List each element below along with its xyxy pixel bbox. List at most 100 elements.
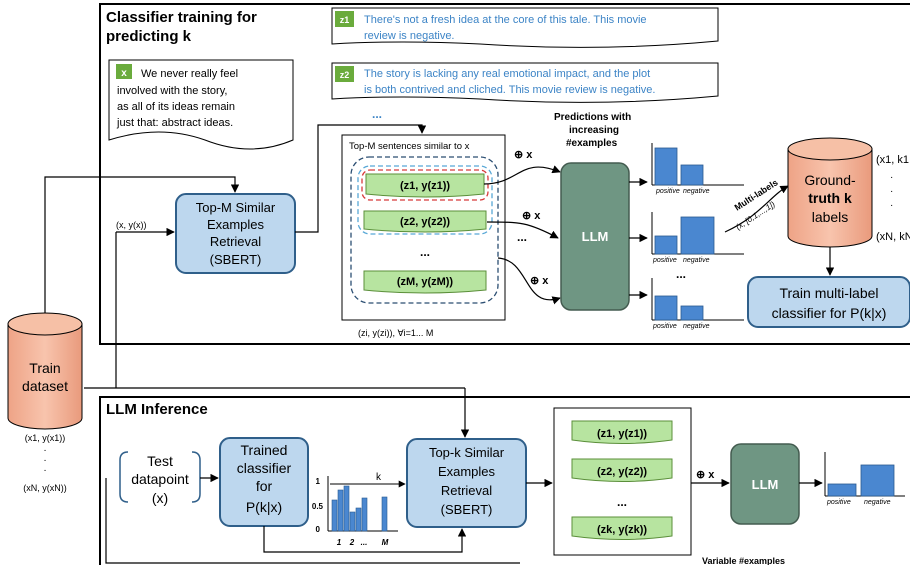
notes-ellipsis: ... <box>372 107 382 121</box>
topk-retrieval-line1: Top-k Similar <box>429 445 505 460</box>
z1-note-line1: There's not a fresh idea at the core of … <box>364 14 647 26</box>
out-positive-label: positive <box>826 499 851 506</box>
z1-item <box>365 173 485 198</box>
charts-ellipsis: ... <box>676 267 686 281</box>
hist-xtick-ellipsis: ... <box>361 538 368 547</box>
inf-items-ellipsis: ... <box>617 495 627 509</box>
z2-note-line2: is both contrived and cliched. This movi… <box>364 84 655 96</box>
test-bottom-line <box>105 478 520 564</box>
z2-example-note: z2 The story is lacking any real emotion… <box>331 62 719 103</box>
hist-bar-7 <box>381 496 388 532</box>
out-bar-positive <box>827 483 857 497</box>
train-pair-first: (x1, y(x1)) <box>25 433 66 443</box>
training-section-frame <box>99 3 910 345</box>
hist-ytick-0: 0 <box>316 525 321 534</box>
svg-text:·: · <box>43 465 46 476</box>
plus-x-label-1: ⊕ x <box>514 149 533 161</box>
classifier-to-retrieval-arrow <box>263 526 467 553</box>
arrows-ellipsis: ... <box>517 230 527 244</box>
chart1-bar-2 <box>680 164 704 186</box>
topm-dashed-group <box>350 156 499 304</box>
x-note-line2: involved with the story, <box>117 85 227 97</box>
hist-bar-2 <box>337 489 344 532</box>
x-badge-label: x <box>121 68 127 79</box>
items-ellipsis: ... <box>420 245 430 259</box>
chart3-positive-label: positive <box>652 323 677 330</box>
chart2-bar-1 <box>654 235 678 255</box>
train-dataset-line2: dataset <box>22 378 68 394</box>
trained-line4: P(k|x) <box>246 499 282 515</box>
dataset-to-retrieval-arrow <box>44 176 240 313</box>
chart2-negative-label: negative <box>683 257 710 264</box>
topk-retrieval-line4: (SBERT) <box>441 502 493 517</box>
test-line2: datapoint <box>131 471 189 487</box>
llm-inference-box <box>730 443 800 525</box>
z1-note-line2: review is negative. <box>364 30 455 42</box>
plus-x-label-2: ⊕ x <box>522 210 541 222</box>
z2-item <box>363 210 487 233</box>
k-label: k <box>376 472 382 483</box>
hist-bar-1 <box>331 499 338 532</box>
chart1-positive-label: positive <box>655 188 680 195</box>
train-dataset-cylinder: Train dataset <box>7 312 83 430</box>
svg-text:·: · <box>890 186 893 197</box>
hist-xtick-1: 1 <box>337 538 342 547</box>
topm-retrieval-line1: Top-M Similar <box>196 200 276 215</box>
predictions-label-line1: Predictions with <box>554 112 631 123</box>
inference-section-frame <box>99 396 910 565</box>
z1-example-note: z1 There's not a fresh idea at the core … <box>331 7 719 48</box>
x-note-line1: We never really feel <box>141 68 238 80</box>
svg-text:·: · <box>890 200 893 211</box>
inf-zk-item <box>571 516 673 540</box>
retrieval-input-label: (x, y(x)) <box>116 220 147 230</box>
svg-text:·: · <box>43 455 46 466</box>
ground-truth-pair-first: (x1, k1 <box>876 154 909 166</box>
chart2-positive-label: positive <box>652 257 677 264</box>
variable-examples-label: Variable #examples <box>702 556 785 565</box>
hist-bar-3 <box>343 485 350 532</box>
z2-item-label: (z2, y(z2)) <box>400 216 450 228</box>
trained-line3: for <box>256 478 273 494</box>
llm-training-box <box>560 162 630 311</box>
x-badge <box>116 64 132 79</box>
hist-bar-4 <box>349 511 356 532</box>
top1-to-llm-arrow <box>483 165 561 185</box>
out-bar-negative <box>860 464 895 497</box>
ground-truth-pair-last: (xN, kN <box>876 231 910 243</box>
topm-box-title: Top-M sentences similar to x <box>349 141 470 152</box>
inference-plus-x: ⊕ x <box>696 469 715 481</box>
plus-x-label-3: ⊕ x <box>530 275 549 287</box>
training-title-line1: Classifier training for <box>106 9 257 26</box>
hist-ytick-1: 1 <box>316 477 321 486</box>
chart3-negative-label: negative <box>683 323 710 330</box>
predictions-label-line3: #examples <box>566 138 618 149</box>
prediction-bar-charts <box>651 143 744 321</box>
chart1-bar-1 <box>654 147 678 186</box>
test-line1: Test <box>147 453 173 469</box>
chart2-bar-2 <box>680 216 715 255</box>
chart3-bar-2 <box>680 305 704 321</box>
topm-retrieval-line2: Examples <box>207 217 265 232</box>
classifier-histogram <box>327 476 398 532</box>
ground-truth-cylinder: Ground- truth k labels <box>787 137 873 248</box>
inf-z2-label: (z2, y(z2)) <box>597 466 647 478</box>
inference-title: LLM Inference <box>106 401 208 418</box>
topm-to-llm-arrow <box>497 257 561 305</box>
training-title-line2: predicting k <box>106 28 192 45</box>
z1-item-label: (z1, y(z1)) <box>400 180 450 192</box>
train-pair-last: (xN, y(xN)) <box>23 483 67 493</box>
inf-z2-item <box>571 458 673 482</box>
train-classifier-box <box>747 276 910 328</box>
test-line3: (x) <box>152 490 168 506</box>
topm-box-caption: (zi, y(zi)), ∀i=1... M <box>358 328 433 338</box>
test-bracket-left <box>119 451 129 503</box>
hist-bar-6 <box>361 497 368 532</box>
svg-text:·: · <box>43 445 46 456</box>
chart3-bar-1 <box>654 295 678 321</box>
trained-line2: classifier <box>237 460 292 476</box>
multilabels-arrow <box>724 185 789 233</box>
x-note-line3: as all of its ideas remain <box>117 101 235 113</box>
test-bracket-right <box>191 451 201 503</box>
top1-dashed-group <box>361 169 489 201</box>
